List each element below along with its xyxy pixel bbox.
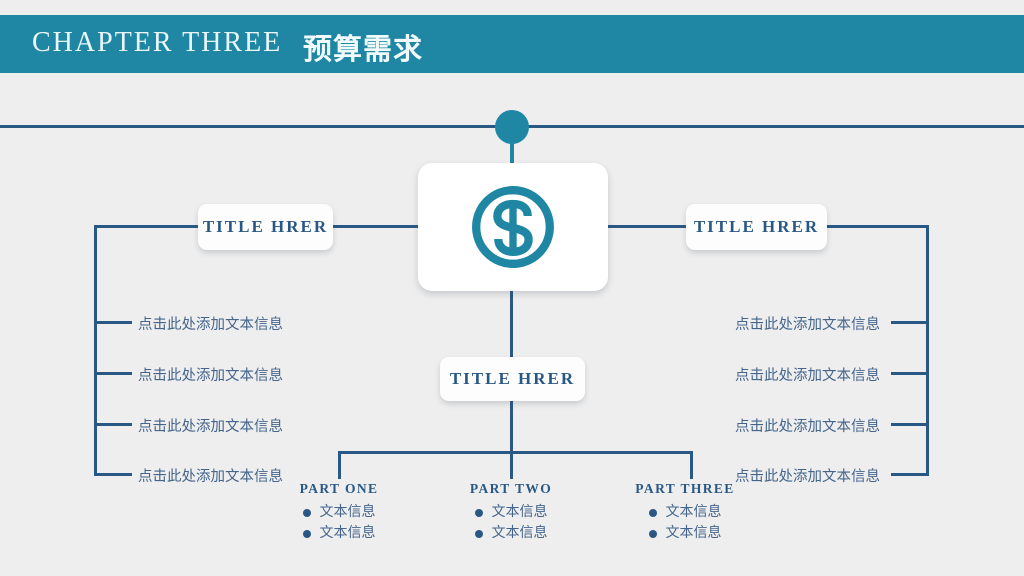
page-title: 预算需求	[303, 32, 424, 66]
root-node-dot	[495, 110, 529, 144]
left-branch-stub-1	[94, 321, 132, 324]
right-item-4[interactable]: 点击此处添加文本信息	[735, 469, 880, 485]
root-node-stem	[510, 142, 514, 168]
list-item[interactable]: 文本信息	[605, 523, 765, 544]
bullet-icon	[302, 529, 311, 538]
left-item-3[interactable]: 点击此处添加文本信息	[138, 419, 283, 435]
bullet-icon	[474, 508, 483, 517]
part-two-list: 文本信息 文本信息	[431, 502, 591, 544]
list-item[interactable]: 文本信息	[431, 523, 591, 544]
budget-icon-card[interactable]	[418, 163, 608, 291]
part-one-bullet-1: 文本信息	[319, 504, 376, 520]
part-column-one: PART ONE 文本信息 文本信息	[259, 481, 419, 544]
right-item-2[interactable]: 点击此处添加文本信息	[735, 368, 880, 384]
part-column-two: PART TWO 文本信息 文本信息	[431, 481, 591, 544]
title-box-right[interactable]: TITLE HRER	[686, 204, 827, 250]
bottom-drop-part-three	[690, 451, 693, 479]
list-item[interactable]: 文本信息	[431, 502, 591, 523]
bottom-drop-part-one	[338, 451, 341, 479]
right-branch-stub-4	[891, 473, 929, 476]
part-column-three: PART THREE 文本信息 文本信息	[605, 481, 765, 544]
right-item-3[interactable]: 点击此处添加文本信息	[735, 419, 880, 435]
left-branch-stub-3	[94, 423, 132, 426]
bullet-icon	[474, 529, 483, 538]
left-item-2[interactable]: 点击此处添加文本信息	[138, 368, 283, 384]
part-two-bullet-1: 文本信息	[491, 504, 548, 520]
right-branch-stub-3	[891, 423, 929, 426]
connector-right-trunk-top	[824, 225, 929, 228]
right-branch-stub-1	[891, 321, 929, 324]
part-three-bullet-2: 文本信息	[665, 525, 722, 541]
header-band	[0, 15, 1024, 73]
part-two-title: PART TWO	[469, 481, 553, 496]
part-three-bullet-1: 文本信息	[665, 504, 722, 520]
left-item-4[interactable]: 点击此处添加文本信息	[138, 469, 283, 485]
left-item-1[interactable]: 点击此处添加文本信息	[138, 317, 283, 333]
list-item[interactable]: 文本信息	[259, 523, 419, 544]
connector-center-to-right-title	[607, 225, 687, 228]
bullet-icon	[302, 508, 311, 517]
left-trunk-line	[94, 225, 97, 476]
dollar-circle-icon	[472, 186, 554, 268]
part-one-title: PART ONE	[299, 481, 379, 496]
list-item[interactable]: 文本信息	[259, 502, 419, 523]
part-one-list: 文本信息 文本信息	[259, 502, 419, 544]
bottom-branch-bar	[338, 451, 693, 454]
right-item-1[interactable]: 点击此处添加文本信息	[735, 317, 880, 333]
right-trunk-line	[926, 225, 929, 476]
part-three-title: PART THREE	[635, 481, 735, 496]
part-three-list: 文本信息 文本信息	[605, 502, 765, 544]
title-box-left[interactable]: TITLE HRER	[198, 204, 333, 250]
connector-left-trunk-top	[94, 225, 199, 228]
bullet-icon	[648, 508, 657, 517]
part-two-bullet-2: 文本信息	[491, 525, 548, 541]
right-branch-stub-2	[891, 372, 929, 375]
bullet-icon	[648, 529, 657, 538]
part-one-bullet-2: 文本信息	[319, 525, 376, 541]
center-stem-upper	[510, 291, 513, 359]
list-item[interactable]: 文本信息	[605, 502, 765, 523]
center-stem-lower	[510, 399, 513, 453]
title-box-bottom[interactable]: TITLE HRER	[440, 357, 585, 401]
chapter-label: CHAPTER THREE	[32, 27, 283, 58]
connector-left-title-to-center	[333, 225, 419, 228]
bottom-drop-part-two	[510, 451, 513, 479]
left-branch-stub-4	[94, 473, 132, 476]
left-branch-stub-2	[94, 372, 132, 375]
